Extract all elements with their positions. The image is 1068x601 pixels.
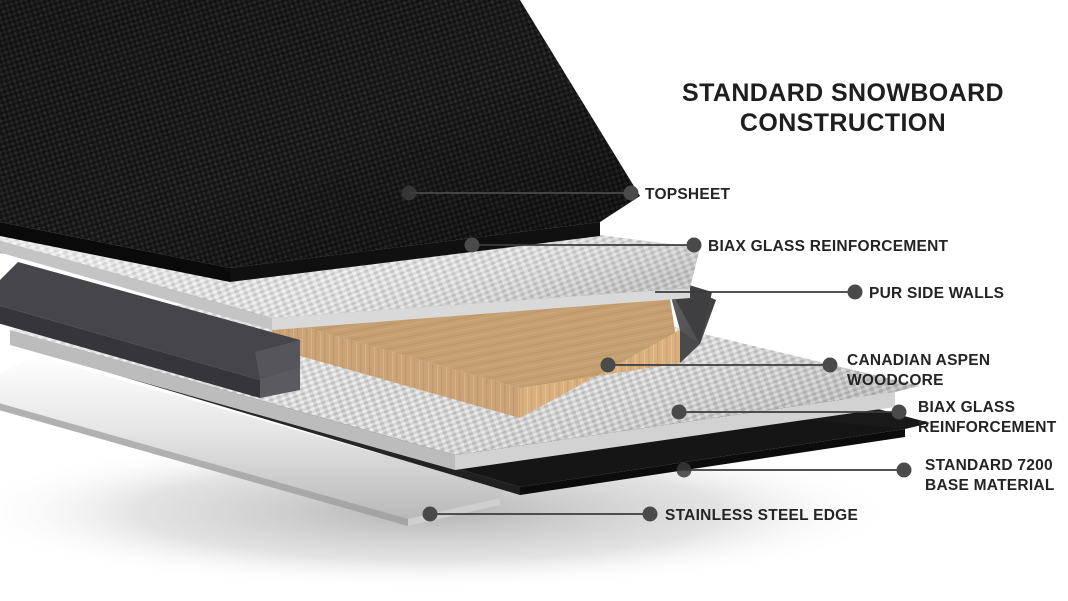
diagram-title-line1: STANDARD SNOWBOARD (682, 79, 1004, 107)
callout-biax-glass-top-label: BIAX GLASS REINFORCEMENT (708, 238, 949, 255)
diagram-title-line2: CONSTRUCTION (739, 109, 947, 137)
diagram-title: STANDARD SNOWBOARD CONSTRUCTION (608, 78, 1068, 138)
callout-biax-glass-bottom-label-line1: BIAX GLASS (918, 399, 1016, 416)
callout-biax-glass-bottom-label-line2: REINFORCEMENT (918, 418, 1057, 436)
callout-base-material-label-line2: BASE MATERIAL (925, 476, 1055, 494)
callout-base-material: STANDARD 7200 BASE MATERIAL (925, 456, 1055, 495)
callout-steel-edge-label: STAINLESS STEEL EDGE (665, 507, 859, 524)
callout-stainless-steel-edge: STAINLESS STEEL EDGE (665, 506, 858, 526)
anchor-dot-topsheet (401, 185, 417, 201)
callout-topsheet: TOPSHEET (645, 185, 730, 205)
callout-canadian-aspen-woodcore: CANADIAN ASPEN WOODCORE (847, 351, 990, 390)
label-dot-base-material (896, 462, 912, 478)
label-dot-woodcore (822, 357, 838, 373)
callout-woodcore-label-line1: CANADIAN ASPEN (847, 352, 991, 369)
callout-pur-side-walls: PUR SIDE WALLS (869, 284, 1004, 304)
anchor-dot-woodcore (600, 357, 616, 373)
callout-topsheet-label: TOPSHEET (645, 186, 731, 203)
layer-topsheet (0, 0, 640, 282)
anchor-dot-steel-edge (422, 506, 438, 522)
anchor-dot-biax-top (464, 237, 480, 253)
callout-biax-glass-bottom: BIAX GLASS REINFORCEMENT (918, 398, 1056, 437)
label-dot-biax-top (686, 237, 702, 253)
callout-biax-glass-top: BIAX GLASS REINFORCEMENT (708, 237, 948, 257)
label-dot-topsheet (623, 185, 639, 201)
callout-woodcore-label-line2: WOODCORE (847, 371, 944, 389)
callout-base-material-label-line1: STANDARD 7200 (925, 457, 1053, 474)
callout-leaders (401, 185, 912, 522)
callout-pur-side-walls-label: PUR SIDE WALLS (869, 285, 1005, 302)
anchor-dot-biax-bottom (671, 404, 687, 420)
label-dot-biax-bottom (891, 404, 907, 420)
label-dot-pur-side-walls (847, 284, 863, 300)
label-dot-steel-edge (642, 506, 658, 522)
anchor-dot-base-material (676, 462, 692, 478)
